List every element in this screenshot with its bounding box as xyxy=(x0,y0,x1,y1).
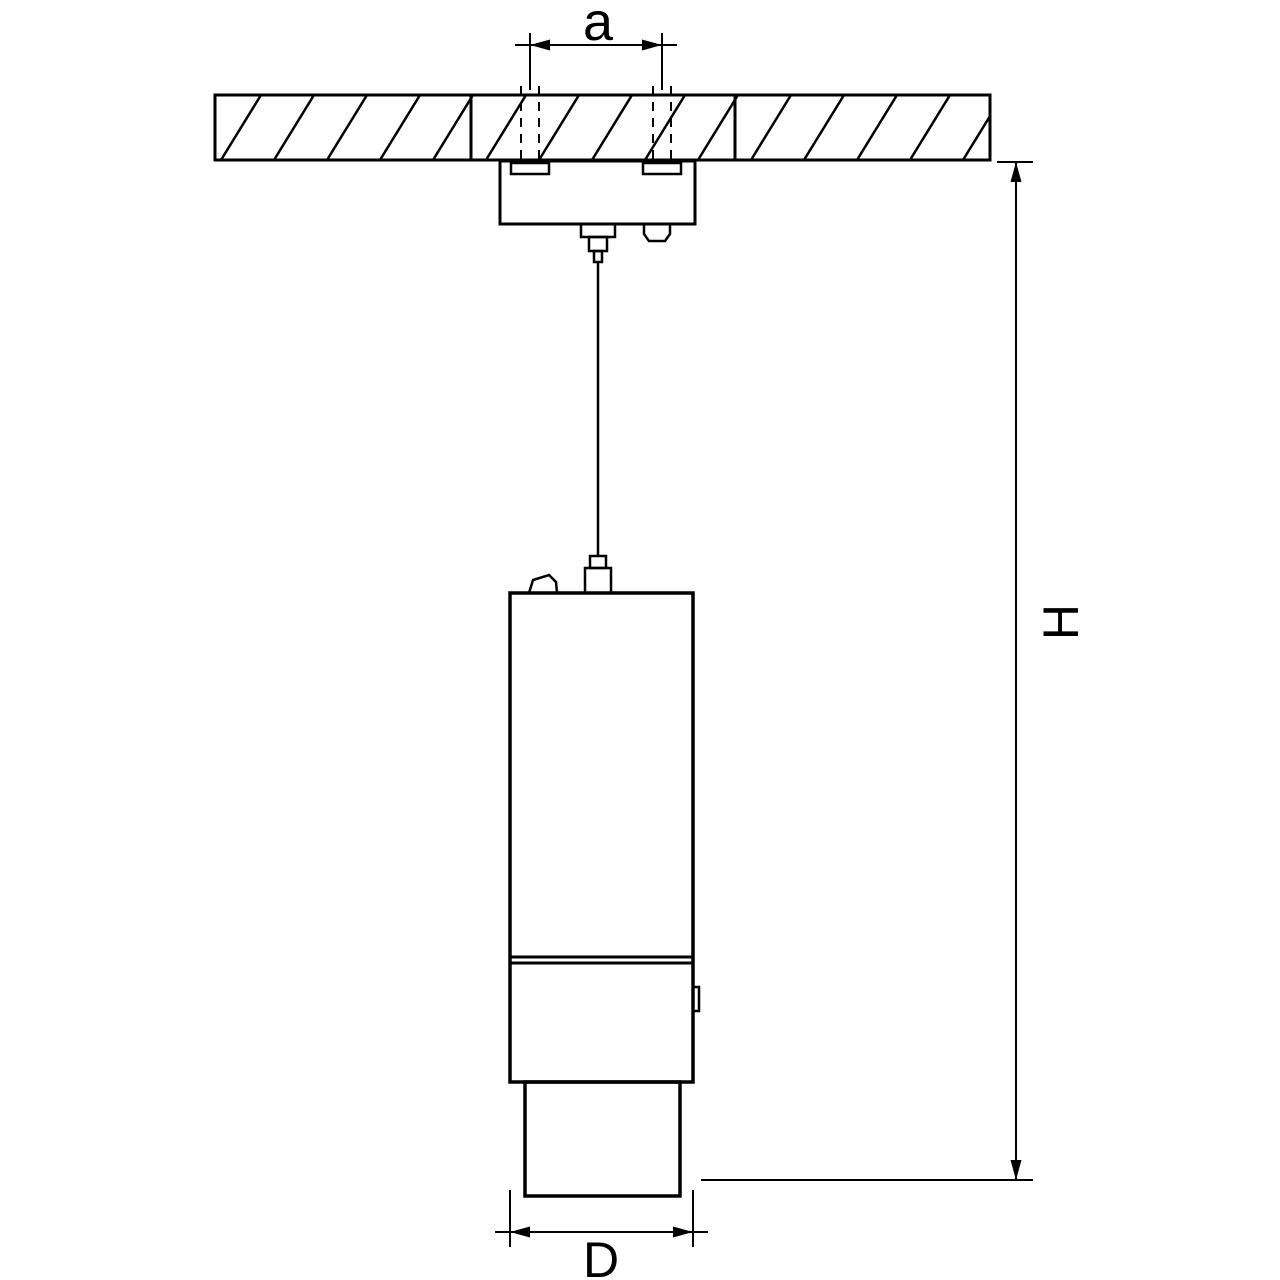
dim-d-label: D xyxy=(583,1232,619,1280)
dimension-a: a xyxy=(515,0,677,90)
canopy-cord-grip-lower xyxy=(592,249,604,264)
canopy-clip xyxy=(642,222,672,243)
dim-h-arrow-bottom xyxy=(1010,1160,1022,1180)
canopy-body xyxy=(498,159,697,226)
canopy-cord-grip-upper xyxy=(579,222,617,239)
lamp-top-clip xyxy=(527,573,559,595)
lamp-cord-grip-top xyxy=(588,554,608,570)
dim-h-label: H xyxy=(1033,604,1089,640)
dim-h-arrow-top xyxy=(1010,162,1022,182)
canopy-cord-grip-middle xyxy=(587,235,609,253)
dimension-h: H xyxy=(701,161,1089,1181)
ceiling-section xyxy=(213,93,992,162)
ceiling-canopy xyxy=(498,159,697,264)
screw-head-right xyxy=(641,161,683,176)
screw-head-left xyxy=(509,161,551,176)
dim-d-arrow-right xyxy=(673,1226,693,1238)
dimension-d: D xyxy=(495,1190,708,1280)
lamp-bottom-tube xyxy=(523,1080,682,1198)
dim-d-arrow-left xyxy=(510,1226,530,1238)
suspension xyxy=(583,262,613,595)
lamp-housing xyxy=(508,591,695,1084)
lamp-cord-grip-base xyxy=(583,566,613,595)
ceiling-hatched-slab xyxy=(213,93,992,162)
dim-a-arrow-left xyxy=(530,39,550,51)
lamp xyxy=(508,573,701,1198)
lamp-side-button xyxy=(691,985,701,1013)
dim-a-arrow-right xyxy=(642,39,662,51)
anchor-screws xyxy=(509,86,683,176)
dim-a-label: a xyxy=(583,0,614,52)
